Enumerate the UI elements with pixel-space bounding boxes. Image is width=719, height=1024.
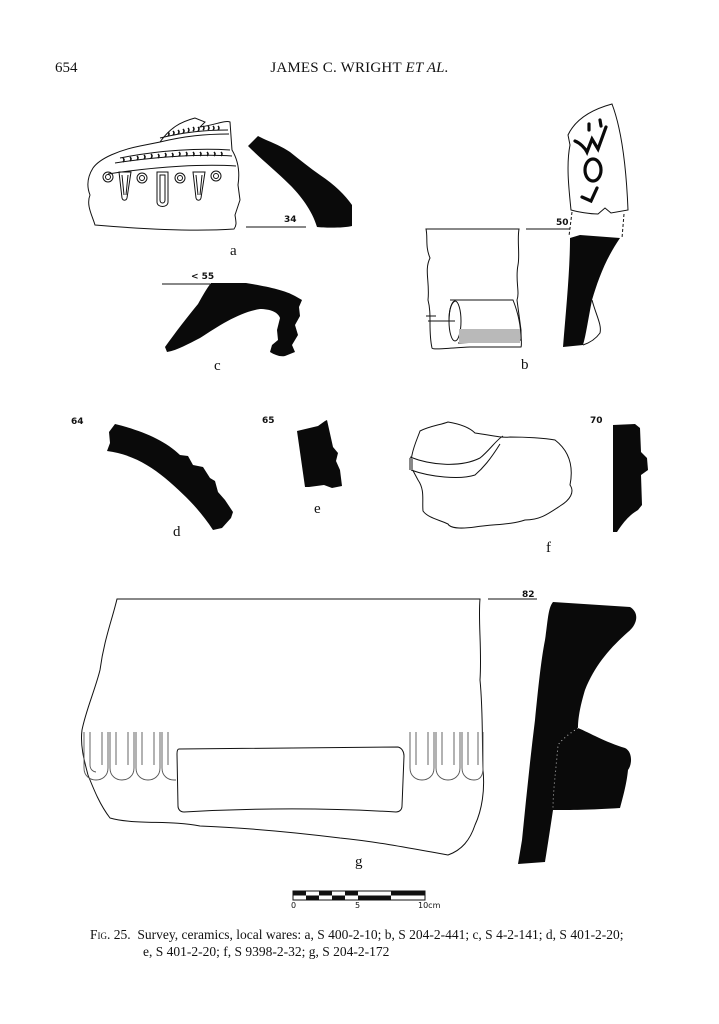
caption-line-2: e, S 401-2-20; f, S 9398-2-32; g, S 204-…	[143, 944, 390, 959]
fragment-b-label: b	[521, 357, 529, 373]
running-head: JAMES C. WRIGHT ET AL.	[0, 60, 719, 77]
fragment-f-section	[613, 424, 648, 532]
fragment-f-diameter: 70	[590, 416, 603, 426]
fragment-b-drawing	[425, 228, 522, 350]
fragment-f-drawing	[409, 421, 573, 529]
fragment-d-section	[107, 424, 233, 530]
fragment-g-tongue-decoration	[83, 732, 484, 781]
fragment-d-diameter: 64	[71, 417, 84, 427]
page-number: 654	[55, 60, 78, 76]
fragment-c-label: c	[214, 358, 221, 374]
fragment-f-hatch	[409, 458, 413, 470]
fragment-c-section	[165, 283, 302, 357]
fragment-b-inscription	[573, 118, 608, 204]
fragment-a-diameter: 34	[284, 215, 297, 225]
fragment-g-drawing	[81, 598, 485, 856]
fragment-a-label: a	[230, 243, 237, 259]
scale-label-0: 0	[291, 901, 297, 910]
caption-line-1: Survey, ceramics, local wares: a, S 400-…	[137, 927, 624, 942]
scale-label-5: 5	[355, 901, 361, 910]
fragment-b-section	[563, 235, 620, 347]
fragment-b-profile-inscribed	[567, 103, 629, 239]
scale-label-10cm: 10cm	[418, 901, 441, 910]
figure-number: Fig. 25.	[90, 927, 131, 942]
figure-caption: Fig. 25. Survey, ceramics, local wares: …	[90, 926, 690, 960]
fragment-b-diameter: 50	[556, 218, 569, 228]
fragment-g-section	[518, 602, 637, 864]
fragment-g-label: g	[355, 854, 363, 870]
fragment-f-label: f	[546, 540, 551, 556]
running-head-author: JAMES C. WRIGHT	[270, 60, 406, 76]
scale-bar	[292, 890, 426, 901]
fragment-e-diameter: 65	[262, 416, 275, 426]
fragment-b-stipple	[459, 329, 520, 343]
fragment-a-drawing	[87, 117, 241, 231]
fragment-b-section-outline	[582, 299, 601, 346]
fragment-a-section	[248, 136, 352, 228]
fragment-d-label: d	[173, 524, 181, 540]
fragment-e-label: e	[314, 501, 321, 517]
running-head-etal: ET AL.	[405, 60, 449, 76]
fragment-e-section	[297, 420, 342, 488]
fragment-g-diameter: 82	[522, 590, 535, 600]
fragment-c-diameter: < 55	[191, 272, 215, 282]
